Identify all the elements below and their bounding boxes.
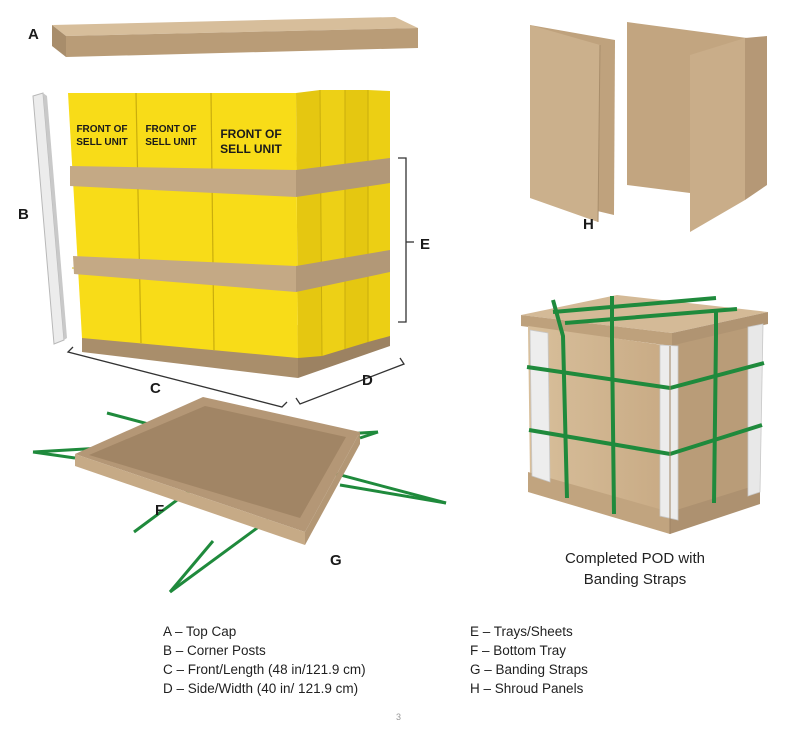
label-e: E — [420, 236, 431, 253]
legend-item: G – Banding Straps — [470, 662, 588, 677]
unit-face-line2: SELL UNIT — [76, 137, 127, 148]
label-a: A — [28, 26, 39, 43]
legend-item: C – Front/Length (48 in/121.9 cm) — [163, 662, 366, 677]
unit-face-line1: FRONT OF — [145, 124, 196, 135]
bracket-e — [398, 157, 407, 323]
legend-left: A – Top Cap B – Corner Posts C – Front/L… — [163, 622, 366, 698]
legend-right: E – Trays/Sheets F – Bottom Tray G – Ban… — [470, 622, 588, 698]
legend-item: E – Trays/Sheets — [470, 624, 573, 639]
unit-face-line1: FRONT OF — [220, 127, 281, 141]
page-number: 3 — [396, 712, 402, 722]
caption-line2: Banding Straps — [583, 571, 687, 588]
label-b: B — [18, 206, 29, 223]
dimension-brackets — [66, 157, 414, 408]
bracket-c — [66, 346, 288, 408]
caption-line1: Completed POD with — [564, 550, 706, 567]
legend-item: F – Bottom Tray — [470, 643, 567, 658]
label-g: G — [330, 552, 342, 569]
label-c: C — [150, 380, 161, 397]
unit-face-line1: FRONT OF — [76, 124, 127, 135]
legend-item: A – Top Cap — [163, 624, 237, 639]
top-cap — [52, 17, 418, 57]
completed-pod-caption: Completed POD with Banding Straps — [520, 548, 750, 590]
label-f: F — [155, 502, 165, 519]
shroud-panels — [530, 22, 767, 232]
legend-item: B – Corner Posts — [163, 643, 266, 658]
legend-item: D – Side/Width (40 in/ 121.9 cm) — [163, 681, 359, 696]
sell-unit-stack — [68, 89, 390, 378]
strap — [169, 518, 269, 594]
bottom-tray-assembly — [32, 397, 447, 594]
unit-face-line2: SELL UNIT — [220, 142, 282, 156]
legend-item: H – Shroud Panels — [470, 681, 584, 696]
label-h: H — [583, 216, 594, 233]
label-d: D — [362, 372, 373, 389]
corner-post — [32, 92, 67, 345]
completed-pod — [521, 295, 768, 534]
bracket-d — [295, 357, 405, 405]
unit-face-line2: SELL UNIT — [145, 137, 196, 148]
sell-unit-faces: FRONT OF SELL UNIT FRONT OF SELL UNIT FR… — [76, 124, 282, 156]
